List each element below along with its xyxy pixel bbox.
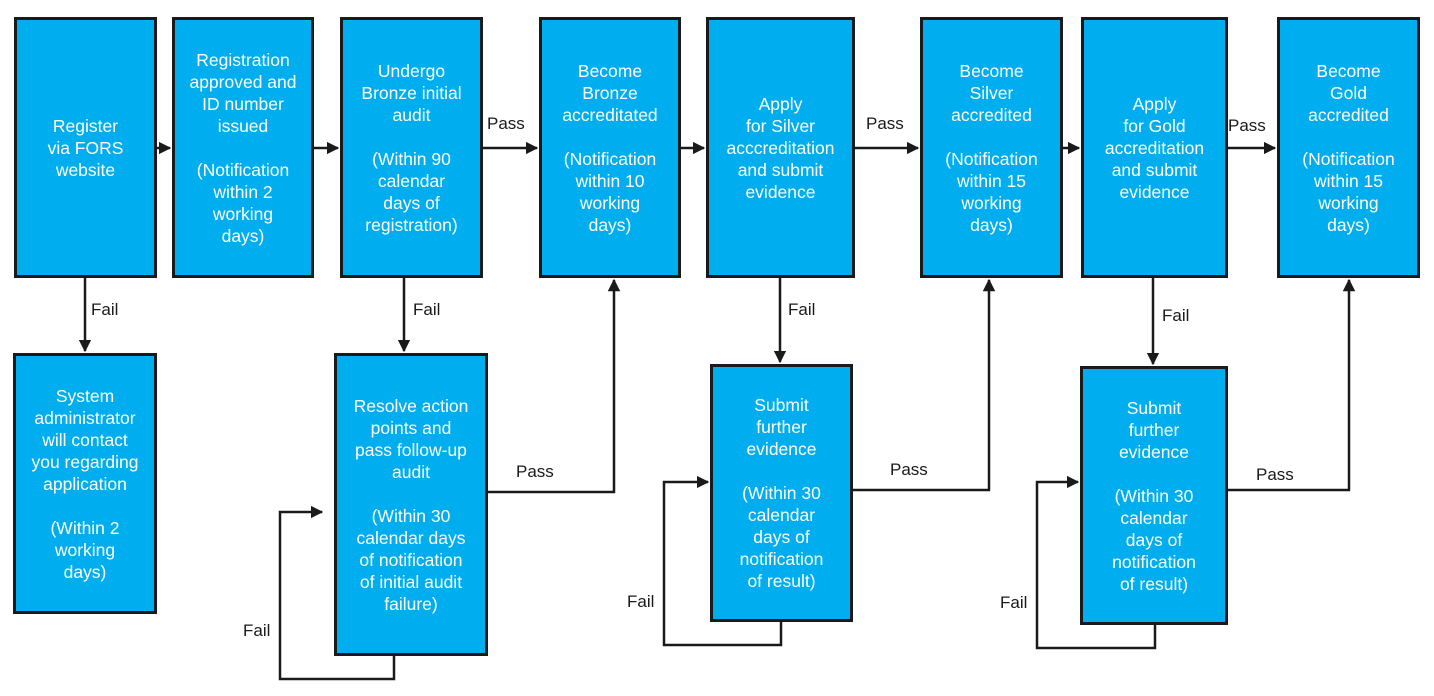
node-apply-silver: Apply for Silver acccreditation and subm… [706,17,855,278]
node-registration-approved: Registration approved and ID number issu… [172,17,314,278]
node-bronze-accredited: Become Bronze accreditated (Notification… [539,17,681,278]
node-apply-silver-label: Apply for Silver acccreditation and subm… [726,93,835,202]
node-gold-accredited: Become Gold accredited (Notification wit… [1277,17,1420,278]
arrow-resolve-fail-loop [278,505,396,681]
node-silver-accredited: Become Silver accredited (Notification w… [920,17,1063,278]
edge-label-pass-submit-silver: Pass [890,460,928,479]
arrow-submit-gold-fail-loop [1035,475,1157,650]
node-register: Register via FORS website [14,17,157,278]
node-apply-gold-label: Apply for Gold accreditation and submit … [1104,93,1205,202]
arrow-submit-gold-pass-up [1228,278,1356,492]
node-bronze-accredited-label: Become Bronze accreditated (Notification… [562,60,658,235]
edge-label-fail-bronze: Fail [413,300,441,319]
edge-label-pass-gold: Pass [1228,116,1266,135]
node-silver-accredited-label: Become Silver accredited (Notification w… [945,60,1038,235]
edge-label-fail-silver: Fail [788,300,816,319]
arrow-resolve-pass-up [488,278,621,494]
node-system-admin: System administrator will contact you re… [13,353,157,614]
node-system-admin-label: System administrator will contact you re… [31,385,139,582]
arrow-submit-silver-pass-up [853,278,996,492]
node-registration-approved-label: Registration approved and ID number issu… [189,49,297,246]
node-submit-silver-label: Submit further evidence (Within 30 calen… [739,395,824,591]
node-resolve-action: Resolve action points and pass follow-up… [334,353,488,656]
edge-label-fail-loop-gold: Fail [1000,593,1028,612]
node-submit-gold: Submit further evidence (Within 30 calen… [1080,366,1228,625]
edge-label-fail-loop-silver: Fail [627,592,655,611]
edge-label-fail-gold: Fail [1162,306,1190,325]
node-register-label: Register via FORS website [47,115,124,180]
edge-label-pass-bronze: Pass [487,114,525,133]
edge-label-pass-submit-gold: Pass [1256,465,1294,484]
node-submit-gold-label: Submit further evidence (Within 30 calen… [1112,397,1196,594]
arrow-submit-silver-fail-loop [662,475,783,647]
node-resolve-action-label: Resolve action points and pass follow-up… [353,395,469,614]
node-bronze-audit: Undergo Bronze initial audit (Within 90 … [340,17,483,278]
node-submit-silver: Submit further evidence (Within 30 calen… [710,364,853,622]
edge-label-pass-silver: Pass [866,114,904,133]
node-gold-accredited-label: Become Gold accredited (Notification wit… [1302,60,1395,235]
edge-label-fail-register: Fail [91,300,119,319]
node-bronze-audit-label: Undergo Bronze initial audit (Within 90 … [361,60,462,235]
node-apply-gold: Apply for Gold accreditation and submit … [1081,17,1228,278]
edge-label-pass-resolve: Pass [516,462,554,481]
edge-label-fail-loop-resolve: Fail [243,621,271,640]
